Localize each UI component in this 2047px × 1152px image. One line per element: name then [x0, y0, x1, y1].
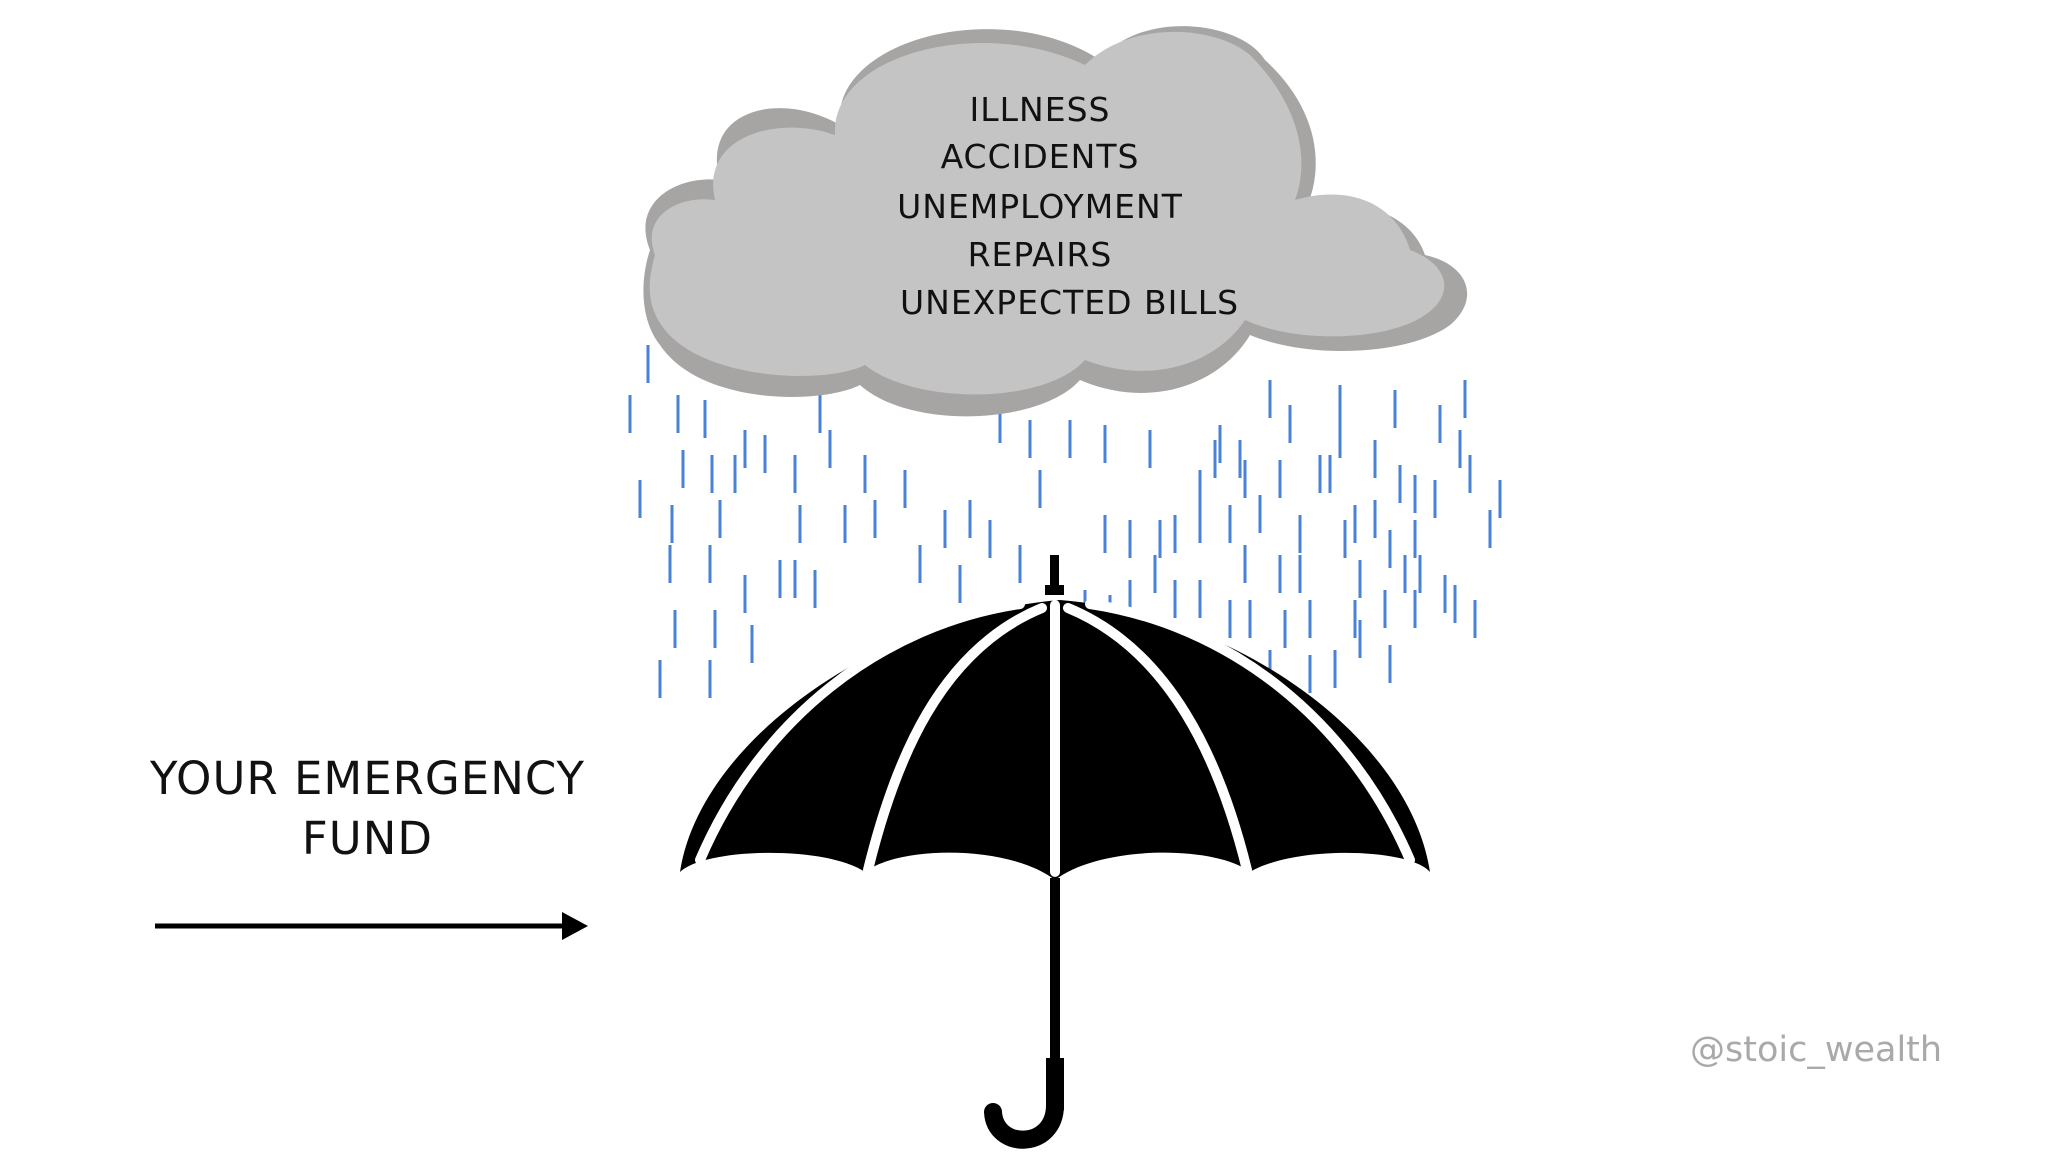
umbrella-shaft — [1050, 878, 1060, 1063]
rain-drops — [628, 345, 1502, 698]
cloud-risk-item: ILLNESS — [969, 90, 1111, 129]
storm-cloud-icon — [643, 26, 1468, 417]
umbrella-ribs — [695, 599, 1415, 877]
umbrella-grip — [1046, 1058, 1064, 1110]
arrow-right-icon — [155, 912, 588, 940]
umbrella-handle-hook — [984, 1096, 1064, 1149]
watermark-handle: @stoic_wealth — [1690, 1030, 1943, 1070]
umbrella-tip-cap — [1045, 585, 1064, 595]
emergency-fund-label-line2: FUND — [301, 812, 434, 865]
umbrella-tip — [1050, 555, 1059, 595]
cloud-risk-item: REPAIRS — [967, 235, 1113, 274]
umbrella-icon — [680, 555, 1430, 1149]
cloud-risk-item: UNEMPLOYMENT — [897, 187, 1183, 226]
cloud-risk-item: UNEXPECTED BILLS — [900, 283, 1240, 322]
cloud-risk-item: ACCIDENTS — [940, 137, 1140, 176]
emergency-fund-label-line1: YOUR EMERGENCY — [150, 752, 585, 805]
cloud-body — [649, 31, 1445, 395]
